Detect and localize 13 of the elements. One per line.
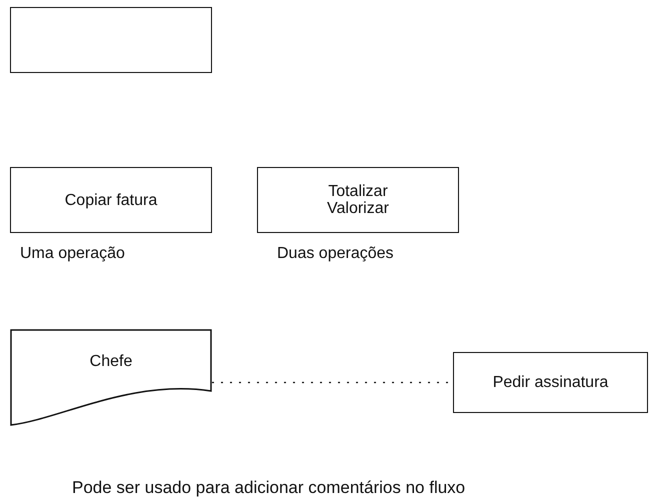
- box-text: Copiar fatura: [64, 192, 158, 208]
- caption-text: Duas operações: [277, 245, 394, 263]
- empty-box: [10, 7, 212, 73]
- document-shape: [10, 329, 212, 429]
- box-text: Valorizar: [327, 200, 389, 217]
- box-text: Totalizar: [328, 183, 388, 200]
- caption-text: Uma operação: [20, 245, 125, 263]
- process-box: [10, 167, 212, 233]
- process-box: [453, 352, 648, 413]
- note-text: Pode ser usado para adicionar comentários no fluxo: [72, 478, 466, 498]
- box-text: Chefe: [90, 353, 132, 370]
- process-box: [257, 167, 459, 233]
- box-text: Pedir assinatura: [492, 374, 608, 391]
